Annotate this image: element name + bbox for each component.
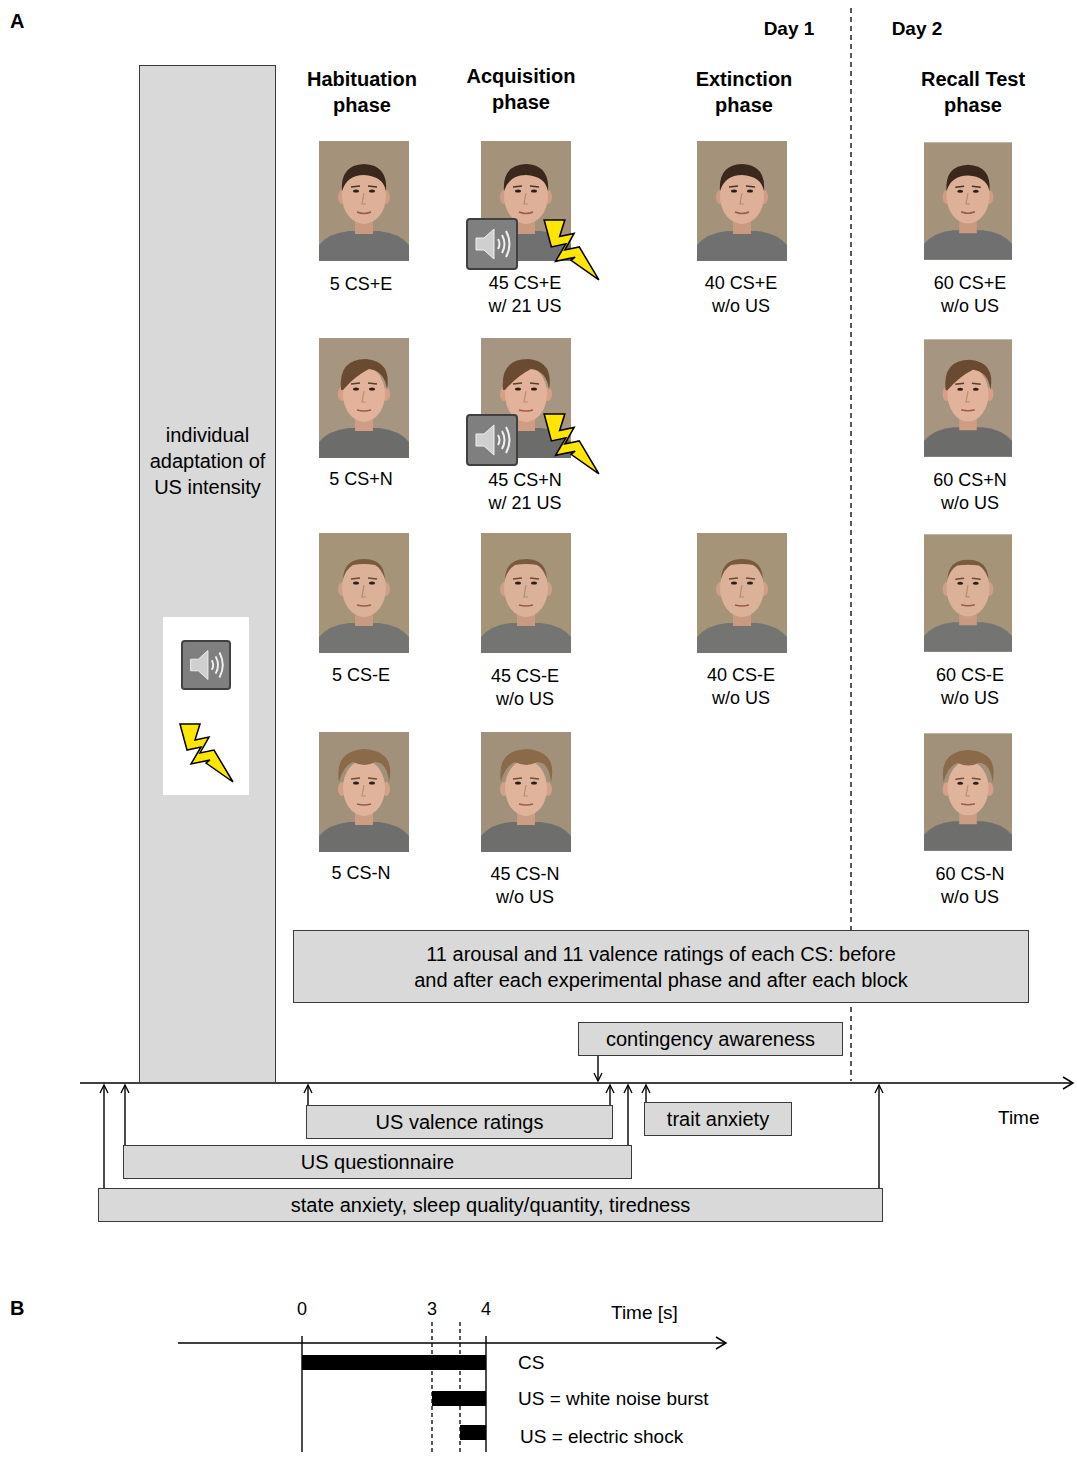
face-photos-part [924, 339, 1012, 456]
setup-panel-fill-part [163, 617, 249, 795]
us-icons-part [467, 219, 517, 269]
trial-count: 45 CS-E w/o US [479, 665, 571, 711]
series-label: CS [518, 1351, 718, 1375]
trial-timeline-part [432, 1391, 486, 1406]
setup-panel-fill-part [139, 65, 276, 1083]
phase-heading: Acquisition phase [446, 63, 596, 115]
time-axis-part [878, 1085, 879, 1188]
setup-panel: individual adaptation of US intensity [139, 65, 276, 1083]
measure-box: trait anxiety [644, 1102, 792, 1136]
time-axis-part [307, 1085, 308, 1105]
time-axis-part [103, 1085, 104, 1188]
trial-timeline-part [460, 1425, 486, 1440]
measure-box: US questionnaire [123, 1145, 632, 1179]
setup-panel-fill [139, 65, 276, 1083]
trial-timeline-part [302, 1355, 486, 1370]
box-text: US valence ratings [376, 1109, 544, 1135]
series-label: US = white noise burst [518, 1387, 778, 1411]
box-text: individual adaptation of US intensity [146, 422, 269, 500]
face-photos-part [924, 534, 1012, 651]
trial-count: 60 CS+E w/o US [924, 272, 1016, 318]
measure-box: US valence ratings [306, 1105, 613, 1139]
face-photos-part [481, 732, 571, 852]
trial-count: 5 CS+N [315, 468, 407, 491]
us-icons-part [467, 415, 517, 465]
face-photos-part [481, 533, 571, 653]
trial-count: 45 CS-N w/o US [479, 863, 571, 909]
day-label: Day 2 [872, 17, 962, 42]
time-axis [80, 1053, 1073, 1188]
us-icons [467, 219, 599, 474]
day-divider-part [850, 8, 851, 1081]
us-icons-part [544, 220, 599, 280]
trial-count: 40 CS-E w/o US [695, 664, 787, 710]
measure-box: state anxiety, sleep quality/quantity, t… [98, 1188, 883, 1222]
face-photos [319, 141, 1012, 852]
trial-count: 60 CS+N w/o US [924, 469, 1016, 515]
face-photos-part [319, 338, 409, 458]
face-photos-part [319, 732, 409, 852]
axis-label: Time [998, 1106, 1068, 1130]
face-photos-part [924, 142, 1012, 259]
trial-count: 5 CS-E [315, 664, 407, 687]
box-text: trait anxiety [667, 1106, 769, 1132]
panel-letter: B [10, 1295, 50, 1321]
phase-heading: Extinction phase [669, 66, 819, 118]
trial-timeline-part [178, 1342, 726, 1343]
panel-letter: A [10, 8, 50, 34]
us-icons-part [544, 414, 599, 474]
setup-panel-fill-part [180, 724, 233, 782]
box-text: US questionnaire [301, 1149, 454, 1175]
trial-timeline-part [301, 1336, 302, 1452]
trial-count: 60 CS-N w/o US [924, 863, 1016, 909]
trial-count: 45 CS+E w/ 21 US [479, 272, 571, 318]
box-text: 11 arousal and 11 valence ratings of eac… [334, 941, 988, 993]
tick-label: 3 [417, 1298, 447, 1321]
measure-box: contingency awareness [578, 1022, 843, 1056]
day-label: Day 1 [744, 17, 834, 42]
day-divider [851, 8, 852, 1081]
tick-label: 4 [471, 1298, 501, 1321]
face-photos-part [319, 141, 409, 261]
time-axis-part [597, 1053, 598, 1081]
trial-count: 60 CS-E w/o US [924, 664, 1016, 710]
face-photos-part [697, 533, 787, 653]
time-axis-part [627, 1085, 628, 1145]
face-photos-part [319, 533, 409, 653]
phase-heading: Habituation phase [287, 66, 437, 118]
box-text: contingency awareness [606, 1026, 815, 1052]
face-photos-part [924, 733, 1012, 850]
box-text: state anxiety, sleep quality/quantity, t… [291, 1192, 690, 1218]
trial-count: 40 CS+E w/o US [695, 272, 787, 318]
trial-count: 5 CS-N [315, 862, 407, 885]
rating-box: 11 arousal and 11 valence ratings of eac… [293, 930, 1029, 1003]
series-label: US = electric shock [520, 1425, 780, 1449]
trial-timeline-part [431, 1322, 432, 1452]
trial-count: 45 CS+N w/ 21 US [479, 469, 571, 515]
axis-label: Time [s] [611, 1301, 711, 1325]
setup-panel-fill-part [182, 641, 230, 689]
trial-count: 5 CS+E [315, 273, 407, 296]
face-photos-part [697, 141, 787, 261]
time-axis-part [645, 1085, 646, 1102]
time-axis-part [124, 1085, 125, 1145]
tick-label: 0 [287, 1298, 317, 1321]
phase-heading: Recall Test phase [898, 66, 1048, 118]
time-axis-part [609, 1085, 610, 1105]
